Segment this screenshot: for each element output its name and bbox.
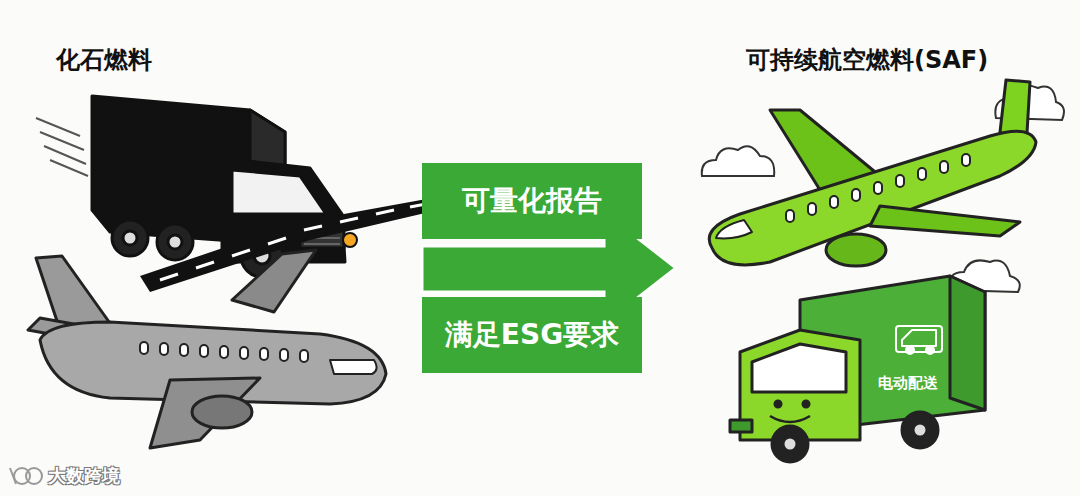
fossil-plane xyxy=(28,250,386,448)
green-band-box: 可量化报告 xyxy=(422,163,642,239)
box-text: 可量化报告 xyxy=(462,182,602,220)
watermark-logo xyxy=(10,468,42,484)
watermark: 大数跨境 xyxy=(48,464,120,488)
truck-label: 电动配送 xyxy=(878,374,938,393)
box-text: 满足ESG要求 xyxy=(445,316,619,354)
electric-truck xyxy=(730,276,985,462)
saf-plane xyxy=(709,80,1036,266)
section-heading: 化石燃料 xyxy=(56,44,152,76)
section-heading: 可持续航空燃料(SAF) xyxy=(746,44,988,76)
green-band-box: 满足ESG要求 xyxy=(422,297,642,373)
